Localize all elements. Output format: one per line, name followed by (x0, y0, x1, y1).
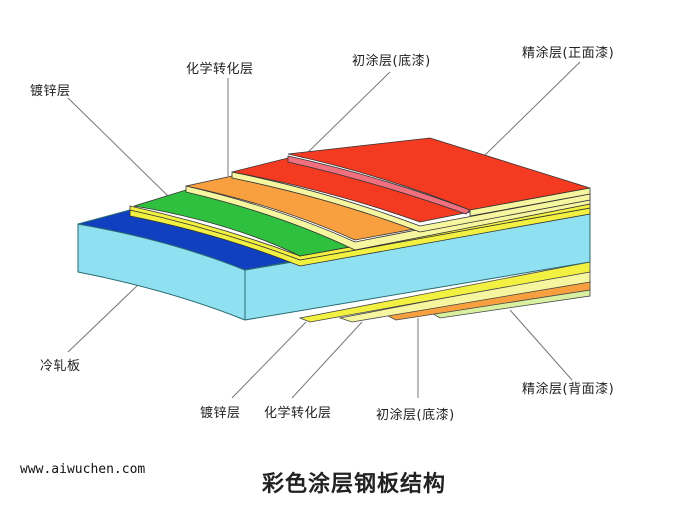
label-primer-bottom: 初涂层(底漆) (376, 408, 455, 423)
watermark: www.aiwuchen.com (20, 462, 146, 477)
back-layers (298, 261, 591, 323)
label-galvanized-bottom: 镀锌层 (200, 406, 241, 421)
label-substrate: 冷轧板 (40, 359, 81, 374)
leader-lines (67, 61, 581, 399)
label-finish-top: 精涂层(正面漆) (522, 46, 615, 61)
label-chemical-bottom: 化学转化层 (264, 406, 332, 421)
label-galvanized-top: 镀锌层 (30, 84, 71, 99)
diagram-title: 彩色涂层钢板结构 (262, 472, 447, 497)
top-layers (129, 137, 591, 267)
label-chemical-top: 化学转化层 (186, 62, 254, 77)
label-primer-top: 初涂层(底漆) (352, 54, 431, 69)
label-finish-bottom: 精涂层(背面漆) (522, 382, 615, 397)
